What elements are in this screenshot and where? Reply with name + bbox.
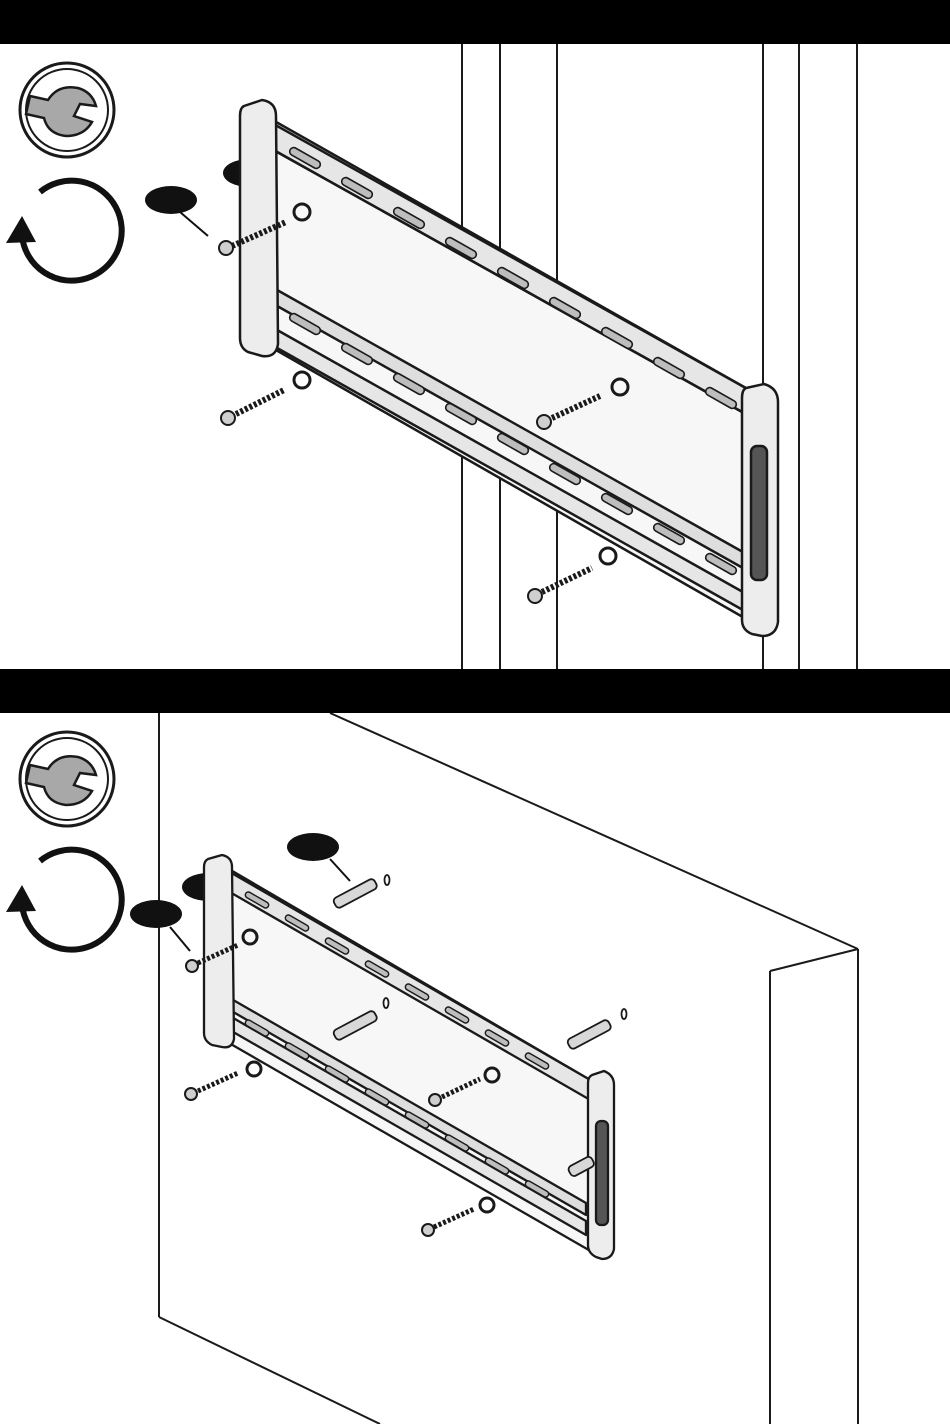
- counterclockwise-arrow-icon: [6, 181, 122, 281]
- counterclockwise-arrow-icon: [6, 850, 122, 950]
- lag-screw: [221, 390, 284, 425]
- lag-screw: [422, 1209, 474, 1236]
- wall-plate-bracket: [204, 855, 614, 1259]
- step-header-bar: [0, 669, 950, 713]
- wall-plate-bracket: [240, 100, 778, 636]
- step-header-bar: [0, 0, 950, 44]
- callout-label: [145, 186, 208, 236]
- wrench-icon: [20, 732, 114, 826]
- concrete-anchor: [332, 875, 389, 909]
- lag-screw: [185, 1073, 238, 1100]
- lag-screw: [528, 568, 592, 603]
- wrench-icon: [20, 63, 114, 157]
- concrete-wall-mounting-illustration: [0, 713, 950, 1424]
- wood-stud-mounting-illustration: [0, 44, 950, 669]
- concrete-anchor: [566, 1009, 626, 1050]
- callout-label: [287, 833, 350, 881]
